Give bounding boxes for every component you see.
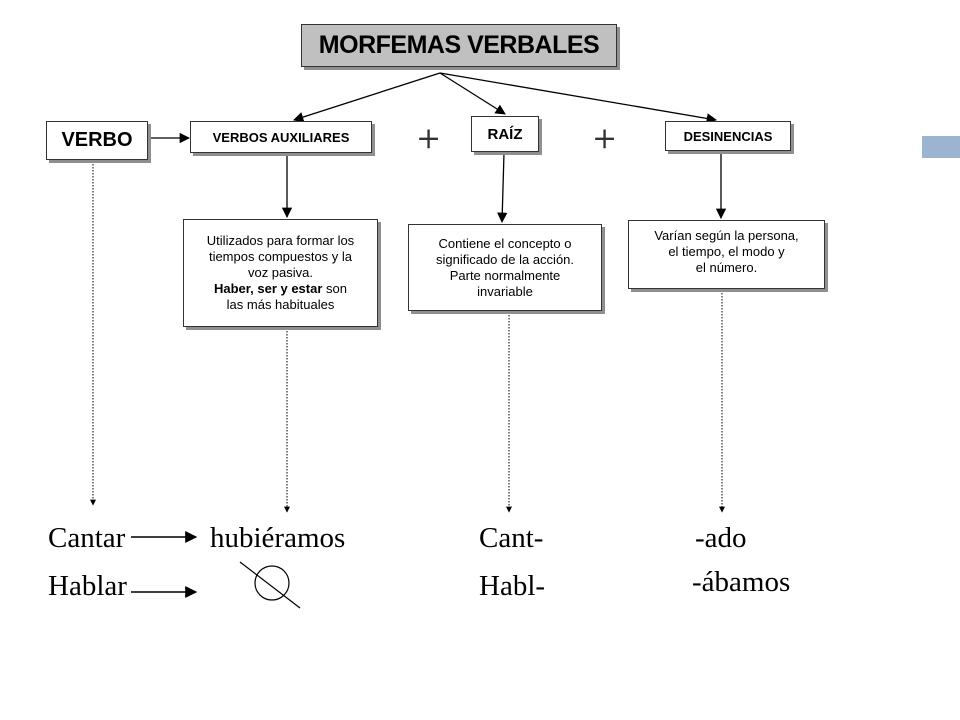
- node-auxiliares-label: VERBOS AUXILIARES: [212, 129, 350, 145]
- desc-line: significado de la acción.: [435, 251, 575, 267]
- example-verb-hablar: Hablar: [48, 570, 127, 602]
- node-verbo: VERBO: [46, 121, 148, 160]
- desc-line: Varían según la persona,: [654, 228, 799, 243]
- desc-line: Contiene el concepto o: [438, 235, 572, 251]
- node-raiz-label: RAÍZ: [487, 125, 523, 143]
- desc-raiz: Contiene el concepto o significado de la…: [408, 224, 602, 311]
- desc-line: el número.: [695, 260, 758, 275]
- example-auxiliar: hubiéramos: [210, 522, 346, 554]
- desc-line: invariable: [477, 283, 533, 299]
- node-verbo-label: VERBO: [61, 129, 133, 151]
- desc-line: el tiempo, el modo y: [668, 244, 785, 259]
- node-desinencias: DESINENCIAS: [665, 121, 791, 151]
- plus-sign: +: [592, 121, 618, 156]
- desc-desinencias: Varían según la persona, el tiempo, el m…: [628, 220, 825, 289]
- side-accent-bar: [922, 136, 960, 158]
- desc-line: las más habituales: [226, 297, 335, 312]
- arrow-title-to-desinencias: [439, 72, 718, 124]
- desc-text: son: [322, 281, 347, 296]
- desc-line: Utilizados para formar los: [206, 233, 355, 248]
- desc-auxiliares: Utilizados para formar los tiempos compu…: [183, 219, 378, 327]
- example-root-habl: Habl-: [479, 570, 546, 602]
- example-root-cant: Cant-: [479, 522, 544, 554]
- node-raiz: RAÍZ: [471, 116, 539, 152]
- desc-line: voz pasiva.: [247, 265, 314, 280]
- plus-sign: +: [416, 121, 442, 156]
- page-title: MORFEMAS VERBALES: [318, 31, 600, 59]
- desc-line: Parte normalmente: [449, 267, 561, 283]
- desc-line: Haber, ser y estar son: [207, 281, 354, 297]
- node-desinencias-label: DESINENCIAS: [683, 128, 773, 144]
- arrow-title-to-raiz: [439, 72, 506, 115]
- desc-bold: Haber, ser y estar: [214, 281, 323, 296]
- example-verb-cantar: Cantar: [48, 522, 126, 554]
- empty-set-icon: [239, 561, 301, 609]
- arrow-title-to-auxiliares: [293, 72, 441, 123]
- example-ending-ado: -ado: [695, 522, 747, 554]
- title-box: MORFEMAS VERBALES: [301, 24, 617, 67]
- node-verbos-auxiliares: VERBOS AUXILIARES: [190, 121, 372, 153]
- example-ending-abamos: -ábamos: [692, 566, 791, 598]
- desc-line: tiempos compuestos y la: [208, 249, 353, 264]
- arrow-raiz-to-desc: [497, 152, 508, 224]
